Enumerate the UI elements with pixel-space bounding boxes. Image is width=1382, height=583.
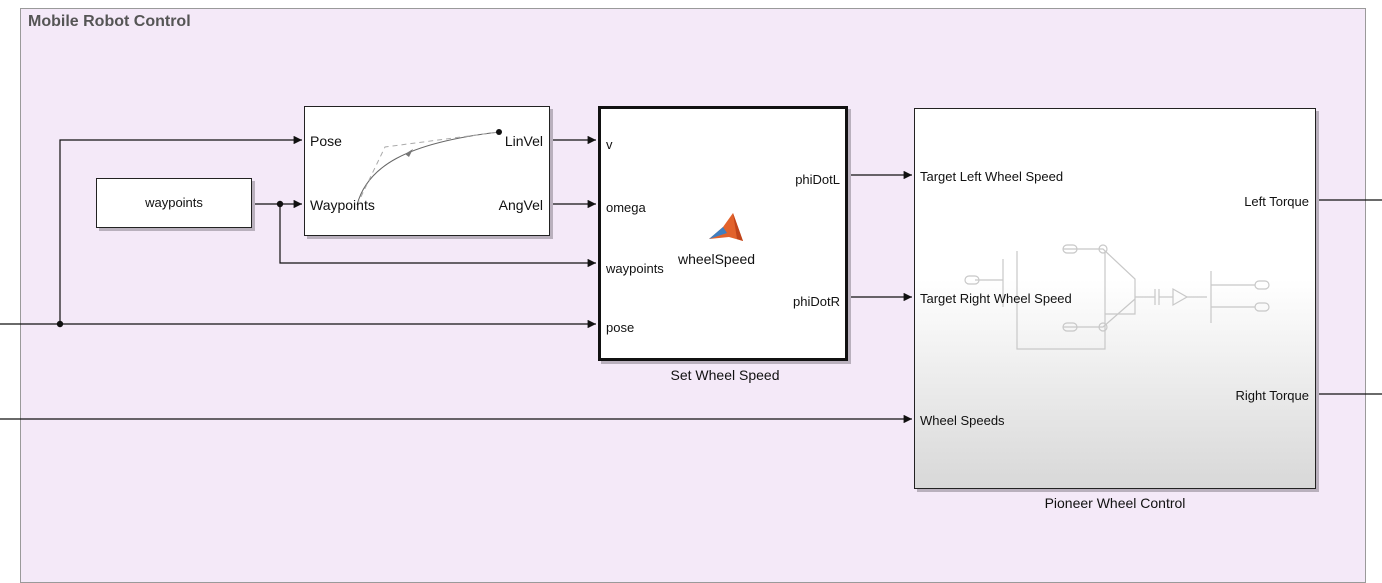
port-label-phidotr: phiDotR xyxy=(793,294,840,309)
port-label-linvel: LinVel xyxy=(504,133,543,149)
set-wheel-speed-name: Set Wheel Speed xyxy=(670,367,780,383)
port-label-target-left-wheel-speed: Target Left Wheel Speed xyxy=(920,169,1064,184)
port-label-wheel-speeds: Wheel Speeds xyxy=(920,413,1005,428)
signal-line-pose-branch xyxy=(59,135,302,324)
branch-point-waypoints xyxy=(276,200,284,208)
port-label-waypoints: Waypoints xyxy=(310,197,375,213)
port-label-v: v xyxy=(606,137,613,152)
port-label-omega: omega xyxy=(606,200,646,215)
port-label-target-right-wheel-speed: Target Right Wheel Speed xyxy=(920,291,1072,306)
port-label-pose-in: pose xyxy=(606,320,635,335)
waypoints-constant-label: waypoints xyxy=(145,195,203,210)
port-label-pose: Pose xyxy=(310,133,342,149)
matlab-logo-icon xyxy=(709,213,743,241)
port-label-left-torque: Left Torque xyxy=(1244,194,1309,209)
port-label-right-torque: Right Torque xyxy=(1235,388,1309,403)
pioneer-wheel-control-name: Pioneer Wheel Control xyxy=(1044,495,1186,511)
branch-point-pose xyxy=(56,320,64,328)
subsystem-diagram-icon xyxy=(964,244,1270,350)
pure-pursuit-block[interactable]: Pose Waypoints LinVel AngVel xyxy=(304,106,550,236)
waypoints-constant-block[interactable]: waypoints xyxy=(96,178,252,228)
set-wheel-speed-block[interactable]: v omega waypoints pose phiDotL phiDotR w… xyxy=(598,106,848,361)
port-label-angvel: AngVel xyxy=(498,197,543,213)
pioneer-wheel-control-block[interactable]: Target Left Wheel Speed Target Right Whe… xyxy=(914,108,1316,489)
signal-line-waypoints-branch xyxy=(279,204,596,268)
pure-pursuit-icon xyxy=(356,129,502,206)
area-title: Mobile Robot Control xyxy=(28,13,191,30)
wheelspeed-center-label: wheelSpeed xyxy=(678,251,756,267)
port-label-phidotl: phiDotL xyxy=(795,172,840,187)
port-label-waypoints-in: waypoints xyxy=(606,261,664,276)
